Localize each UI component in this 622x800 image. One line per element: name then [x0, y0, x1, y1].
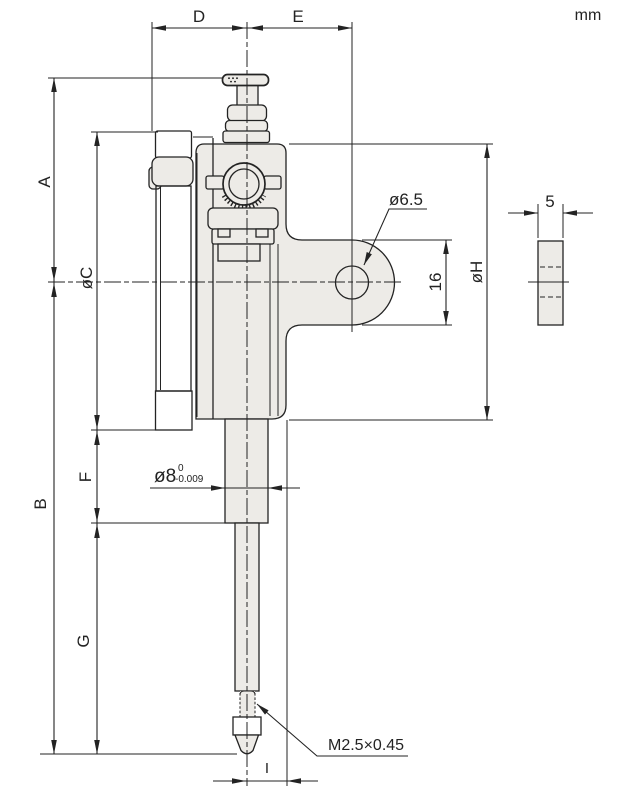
- indicator-body-view: [148, 73, 396, 755]
- bezel-top-knurl: [154, 130, 193, 159]
- bezel-clamp-ring: [151, 156, 194, 187]
- labels: mm D E A B øC F G øH 16 5 ø6.5 ø8 0 -0.0…: [31, 7, 601, 777]
- clamp-block: [217, 243, 261, 262]
- leader-hole-dia: [363, 208, 427, 266]
- dim-label-e: E: [292, 7, 303, 26]
- bezel-serrated-edge: [155, 185, 192, 392]
- dim-label-16: 16: [426, 273, 445, 292]
- lug-side-view: [528, 240, 569, 326]
- clamp-arm-right: [263, 175, 282, 190]
- top-cap-assembly: [221, 73, 271, 144]
- clamp-notch-left: [217, 228, 231, 238]
- clamp-knob-assembly: [205, 162, 282, 416]
- dim-label-b: B: [31, 498, 50, 509]
- dim-label-c: øC: [77, 267, 96, 290]
- dim-label-stem-dia: ø8: [154, 466, 176, 487]
- dim-label-g: G: [74, 634, 93, 647]
- dim-label-h: øH: [467, 261, 486, 284]
- cap-collar: [222, 130, 271, 144]
- bezel-bottom-knurl: [154, 390, 193, 431]
- clamp-notch-right: [255, 228, 269, 238]
- stem-tolerance-upper: 0: [178, 463, 184, 474]
- bezel: [148, 130, 194, 431]
- dim-label-f: F: [76, 472, 95, 482]
- lug-side-rect: [537, 240, 564, 326]
- dim-label-a: A: [35, 176, 54, 188]
- cap-knurl-dots: [228, 77, 238, 83]
- thread-label: M2.5×0.45: [328, 737, 404, 754]
- dim-label-hole-dia: ø6.5: [389, 190, 423, 209]
- dimension-lines: [40, 22, 593, 786]
- cap-disc: [221, 73, 270, 87]
- unit-label: mm: [575, 7, 602, 24]
- leader-thread: [256, 703, 408, 757]
- clamp-housing-upper: [207, 207, 279, 230]
- dim-label-5: 5: [545, 192, 554, 211]
- knob-inner-ring: [228, 168, 260, 200]
- arrowheads: [51, 25, 577, 784]
- dim-label-i: I: [265, 760, 269, 777]
- stem-tolerance-lower: -0.009: [175, 474, 204, 485]
- clamp-arm-left: [205, 175, 225, 190]
- dim-label-d: D: [193, 7, 205, 26]
